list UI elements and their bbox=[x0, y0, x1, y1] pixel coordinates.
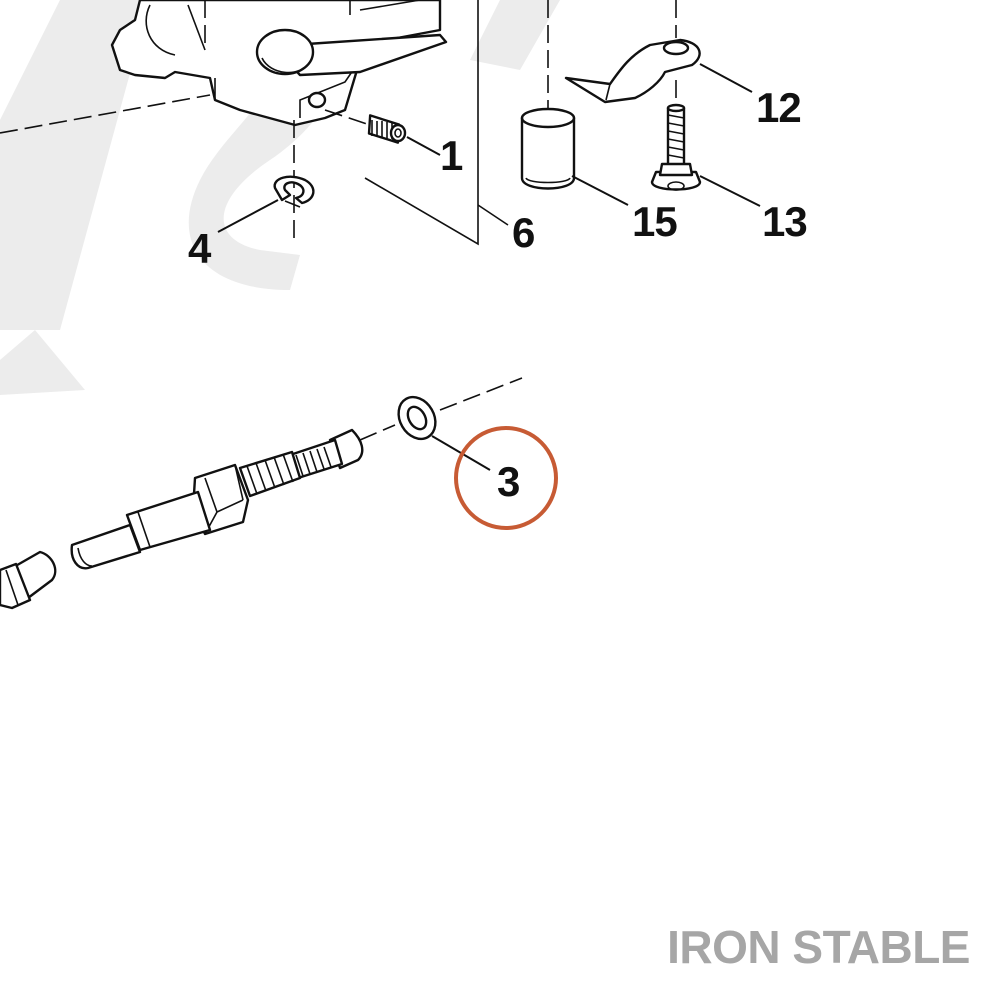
axis-line bbox=[0, 94, 211, 134]
e-clip bbox=[273, 175, 315, 208]
axis-line bbox=[324, 109, 371, 126]
callout-6-leader bbox=[477, 204, 509, 226]
callout-13-leader bbox=[699, 175, 761, 207]
callout-3: 3 bbox=[497, 458, 519, 505]
callout-13: 13 bbox=[762, 198, 807, 245]
set-screw bbox=[367, 114, 407, 144]
highlight-circle bbox=[454, 426, 558, 530]
callout-4: 4 bbox=[188, 225, 212, 272]
cable-clamp bbox=[564, 38, 701, 104]
brand-watermark: IRON STABLE bbox=[667, 921, 970, 973]
bracket-assembly bbox=[110, 0, 448, 127]
axis-line bbox=[359, 424, 396, 441]
axis-line bbox=[439, 377, 523, 411]
callout-12: 12 bbox=[756, 84, 801, 131]
callout-4-leader bbox=[217, 199, 279, 233]
callout-15: 15 bbox=[632, 198, 677, 245]
callout-1: 1 bbox=[440, 132, 463, 179]
bushing bbox=[520, 107, 576, 190]
flange-bolt bbox=[650, 103, 702, 191]
washer bbox=[397, 395, 437, 441]
callout-15-leader bbox=[571, 175, 629, 206]
callout-12-leader bbox=[699, 63, 753, 93]
control-cable bbox=[0, 428, 364, 610]
callout-6: 6 bbox=[512, 209, 534, 256]
callout-1-leader bbox=[406, 136, 441, 156]
callout-6-bracket bbox=[364, 0, 479, 246]
